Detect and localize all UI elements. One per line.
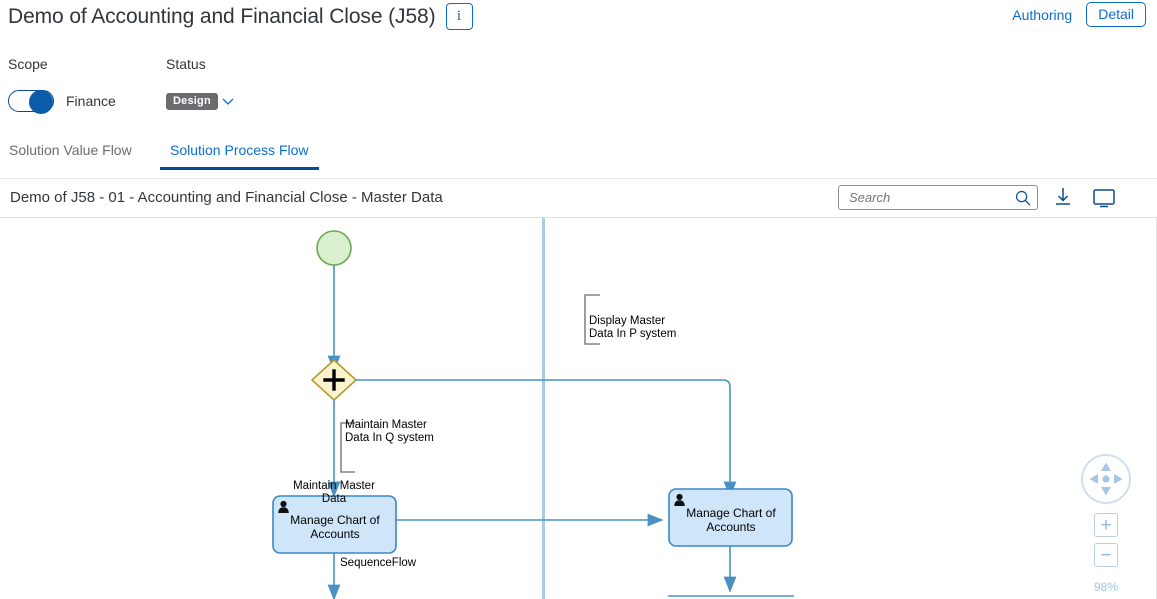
tab-solution-process-flow[interactable]: Solution Process Flow (160, 142, 318, 170)
chevron-down-icon[interactable] (220, 93, 236, 109)
annotation-bracket-1 (340, 422, 355, 473)
display-icon[interactable] (1092, 188, 1116, 213)
detail-button[interactable]: Detail (1086, 2, 1146, 27)
user-icon (278, 500, 289, 513)
scope-toggle-knob (29, 90, 53, 114)
task-label-1: Manage Chart of Accounts (290, 513, 380, 541)
pan-control-icon[interactable] (1081, 454, 1131, 504)
start-event-node (316, 230, 352, 266)
search-input[interactable] (847, 189, 1011, 206)
page-title: Demo of Accounting and Financial Close (… (8, 4, 436, 28)
user-icon (674, 493, 685, 506)
search-icon[interactable] (1014, 189, 1032, 212)
tab-bar-divider (0, 178, 1157, 179)
zoom-out-button[interactable]: − (1094, 543, 1118, 567)
status-badge: Design (166, 93, 218, 110)
flow-title: Demo of J58 - 01 - Accounting and Financ… (10, 189, 443, 206)
scope-value: Finance (66, 93, 116, 109)
status-label: Status (166, 56, 206, 72)
bpmn-graphics (272, 230, 794, 599)
task-label-2: Manage Chart of Accounts (686, 506, 776, 534)
start-event-label: Maintain Master Data (293, 480, 375, 505)
authoring-link[interactable]: Authoring (1012, 6, 1073, 23)
search-box[interactable] (838, 185, 1038, 210)
annotation-label-2: Display Master Data In P system (589, 315, 677, 340)
info-glyph: i (456, 8, 462, 24)
tab-bar: Solution Value Flow Solution Process Flo… (0, 142, 1157, 179)
annotation-label-1: Maintain Master Data In Q system (345, 419, 434, 444)
zoom-percent-label: 98% (1093, 580, 1119, 594)
tab-solution-value-flow[interactable]: Solution Value Flow (9, 142, 132, 158)
annotation-bracket-2 (584, 294, 600, 345)
zoom-in-button[interactable]: + (1094, 513, 1118, 537)
edge-label-sequenceflow: SequenceFlow (340, 557, 417, 569)
scope-toggle[interactable] (8, 90, 54, 114)
lane-divider (542, 218, 545, 599)
scope-label: Scope (8, 56, 48, 72)
info-icon[interactable]: i (445, 3, 473, 30)
header-actions: Authoring Detail (1012, 2, 1146, 27)
diagram-canvas[interactable]: Maintain Master Data Manage Chart of Acc… (0, 218, 1157, 599)
page-header: Demo of Accounting and Financial Close (… (0, 0, 1157, 133)
page-title-row: Demo of Accounting and Financial Close (… (8, 3, 473, 30)
download-icon[interactable] (1052, 186, 1074, 213)
